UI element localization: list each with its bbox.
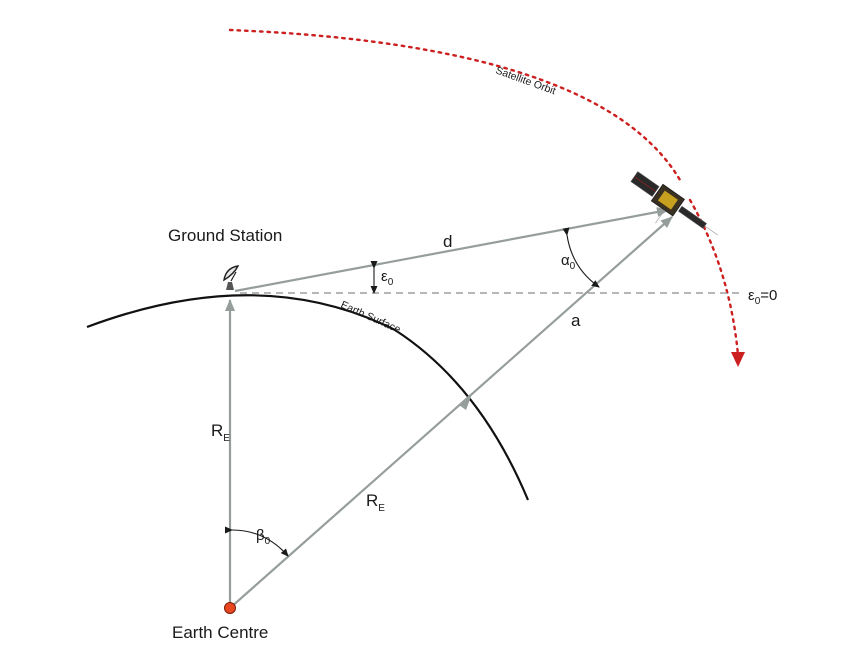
alpha-angle-arc: [562, 227, 600, 288]
satellite-radius-vector: [229, 216, 673, 609]
radius-mid-arrow: [459, 394, 472, 410]
central-angle-label: β0: [256, 527, 271, 547]
slant-range-label: d: [443, 232, 452, 251]
earth-surface-arc: [86, 294, 530, 501]
satellite-orbit-label: Satellite Orbit: [494, 65, 557, 98]
nadir-angle-label: α0: [561, 252, 576, 272]
elevation-angle-label: ε0: [381, 268, 394, 288]
satellite-orbit-arc: [228, 28, 682, 182]
earth-centre-dot: [224, 602, 236, 614]
satellite-icon: [630, 171, 719, 236]
orbit-arrowhead: [731, 352, 745, 367]
earth-surface-label: Earth Surface: [339, 299, 403, 336]
ground-station-label: Ground Station: [168, 226, 282, 245]
beta-angle-arc: [224, 526, 289, 557]
earth-radius-label-diagonal: RE: [366, 491, 385, 514]
satellite-orbit-arc-lower: [688, 198, 740, 357]
earth-radius-label-vertical: RE: [211, 421, 230, 444]
orbit-radius-label: a: [571, 311, 581, 330]
dish-antenna-icon: [223, 265, 240, 290]
horizon-label: ε0=0: [748, 287, 777, 307]
slant-range-vector: [234, 207, 669, 293]
earth-centre-label: Earth Centre: [172, 623, 268, 642]
